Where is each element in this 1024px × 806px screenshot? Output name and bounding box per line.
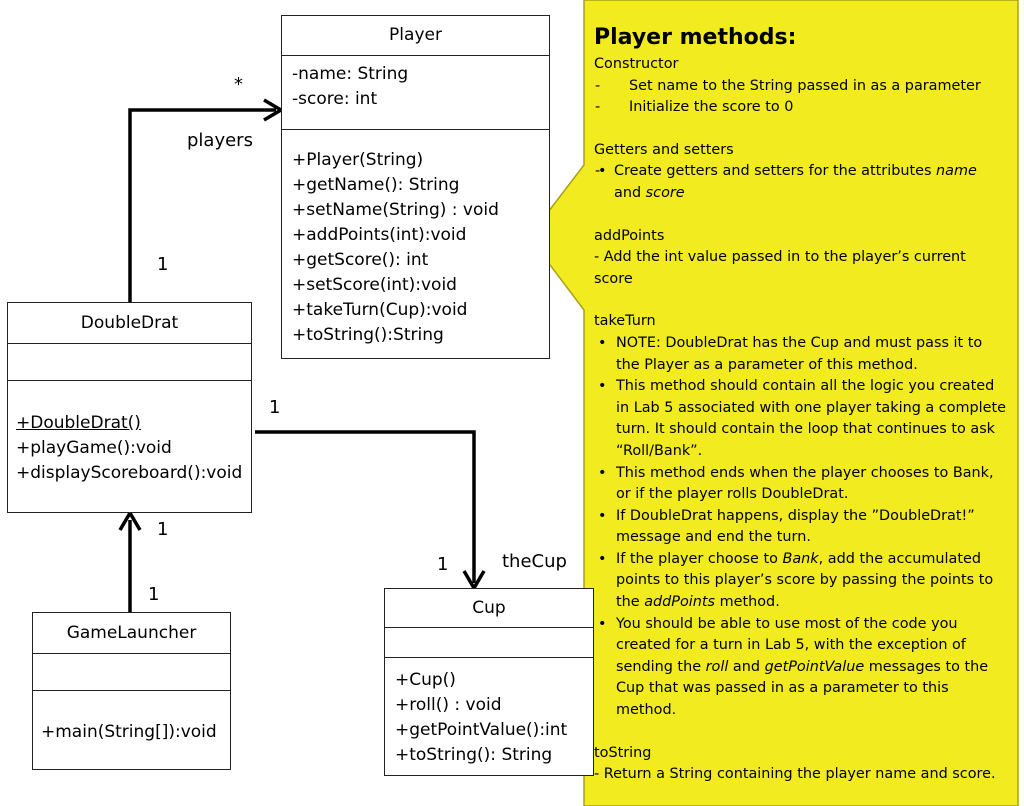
cup-source-multiplicity: 1 — [269, 397, 281, 418]
tostring-heading: toString — [594, 744, 652, 761]
player-attributes: -name: String -score: int — [282, 55, 549, 129]
method-line: +getPointValue():int — [395, 720, 568, 740]
taketurn-heading: takeTurn — [594, 313, 656, 330]
gamelauncher-methods: +main(String[]):void — [33, 690, 230, 745]
method-line: +addPoints(int):void — [292, 225, 467, 245]
taketurn-item-cont: Cup that was passed in as a parameter to… — [616, 680, 949, 697]
launcher-bottom-multiplicity: 1 — [148, 584, 160, 605]
method-line: +toString():String — [292, 325, 444, 345]
getset-item-cont: and score — [614, 184, 685, 201]
method-line: +setName(String) : void — [292, 200, 499, 220]
taketurn-item-cont: or if the player rolls DoubleDrat. — [616, 486, 849, 503]
method-line: +main(String[]):void — [41, 722, 217, 742]
taketurn-item: This method ends when the player chooses… — [594, 463, 1010, 485]
taketurn-item: You should be able to use most of the co… — [594, 614, 1010, 636]
constructor-item: Set name to the String passed in as a pa… — [594, 76, 1010, 98]
taketurn-item: If DoubleDrat happens, display the ”Doub… — [594, 506, 1010, 528]
doubledrat-attributes — [8, 343, 251, 380]
note-callout — [528, 0, 1019, 806]
method-line: +toString(): String — [395, 745, 553, 765]
doubledrat-methods: +DoubleDrat() +playGame():void +displayS… — [8, 380, 251, 486]
gamelauncher-attributes — [33, 653, 230, 690]
cup-association-line — [255, 430, 476, 583]
method-line: +getName(): String — [292, 175, 460, 195]
players-association-line — [128, 108, 276, 302]
tostring-text: - Return a String containing the player … — [594, 766, 996, 783]
addpoints-text: - Add the int value passed in to the pla… — [594, 249, 966, 266]
taketurn-item-cont: the addPoints method. — [616, 594, 780, 611]
taketurn-item-cont: the Player as a parameter of this method… — [616, 356, 918, 373]
cup-multiplicity: 1 — [437, 554, 449, 575]
launcher-arrow-head — [118, 509, 142, 531]
taketurn-item-cont: in Lab 5 associated with one player taki… — [616, 399, 1007, 416]
cup-attributes — [385, 627, 593, 657]
doubledrat-class: DoubleDrat +DoubleDrat() +playGame():voi… — [7, 302, 252, 513]
taketurn-item-cont: points to this player’s score by passing… — [616, 572, 994, 589]
note-title: Player methods: — [594, 25, 797, 50]
gamelauncher-class-name: GameLauncher — [66, 623, 197, 643]
addpoints-text: score — [594, 270, 633, 287]
launcher-top-multiplicity: 1 — [157, 519, 169, 540]
taketurn-item: This method should contain all the logic… — [594, 376, 1010, 398]
method-line: +setScore(int):void — [292, 275, 457, 295]
method-line: +Player(String) — [292, 150, 424, 170]
method-line: +takeTurn(Cup):void — [292, 300, 468, 320]
attribute-name: -name: String — [292, 64, 409, 84]
doubledrat-class-name: DoubleDrat — [80, 313, 179, 333]
method-line: +displayScoreboard():void — [16, 463, 243, 483]
note-content: Player methods: Constructor Set name to … — [594, 22, 1010, 786]
player-methods: +Player(String) +getName(): String +setN… — [282, 129, 549, 348]
cup-class-name: Cup — [472, 598, 506, 618]
taketurn-item-cont: turn. It should contain the loop that co… — [616, 421, 996, 438]
taketurn-item: If the player choose to Bank, add the ac… — [594, 549, 1010, 571]
getset-item: -Create getters and setters for the attr… — [594, 161, 1010, 183]
constructor-heading: Constructor — [594, 56, 679, 72]
method-line: +playGame():void — [16, 438, 172, 458]
addpoints-heading: addPoints — [594, 227, 665, 244]
cup-class: Cup +Cup() +roll() : void +getPointValue… — [384, 588, 594, 776]
constructor-item: Initialize the score to 0 — [594, 97, 1010, 119]
player-class: Player -name: String -score: int +Player… — [281, 15, 550, 359]
getset-heading: Getters and setters — [594, 141, 734, 158]
players-role-label: players — [187, 130, 253, 151]
cup-methods: +Cup() +roll() : void +getPointValue():i… — [385, 657, 593, 768]
attribute-score: -score: int — [292, 89, 378, 109]
method-line: +roll() : void — [395, 695, 502, 715]
method-line: +DoubleDrat() — [16, 413, 141, 433]
method-line: +Cup() — [395, 670, 456, 690]
players-source-multiplicity: 1 — [157, 254, 169, 275]
player-class-name: Player — [389, 25, 442, 45]
taketurn-item-cont: sending the roll and getPointValue messa… — [616, 658, 989, 675]
taketurn-item-cont: “Roll/Bank”. — [616, 442, 703, 459]
taketurn-item-cont: method. — [616, 702, 677, 719]
method-line: +getScore(): int — [292, 250, 429, 270]
taketurn-item: NOTE: DoubleDrat has the Cup and must pa… — [594, 333, 1010, 355]
taketurn-item-cont: created for a turn in Lab 5, with the ex… — [616, 637, 966, 654]
players-multiplicity: * — [234, 74, 243, 95]
cup-role-label: theCup — [502, 551, 567, 572]
gamelauncher-class: GameLauncher +main(String[]):void — [32, 612, 231, 770]
taketurn-item-cont: message and end the turn. — [616, 529, 811, 546]
